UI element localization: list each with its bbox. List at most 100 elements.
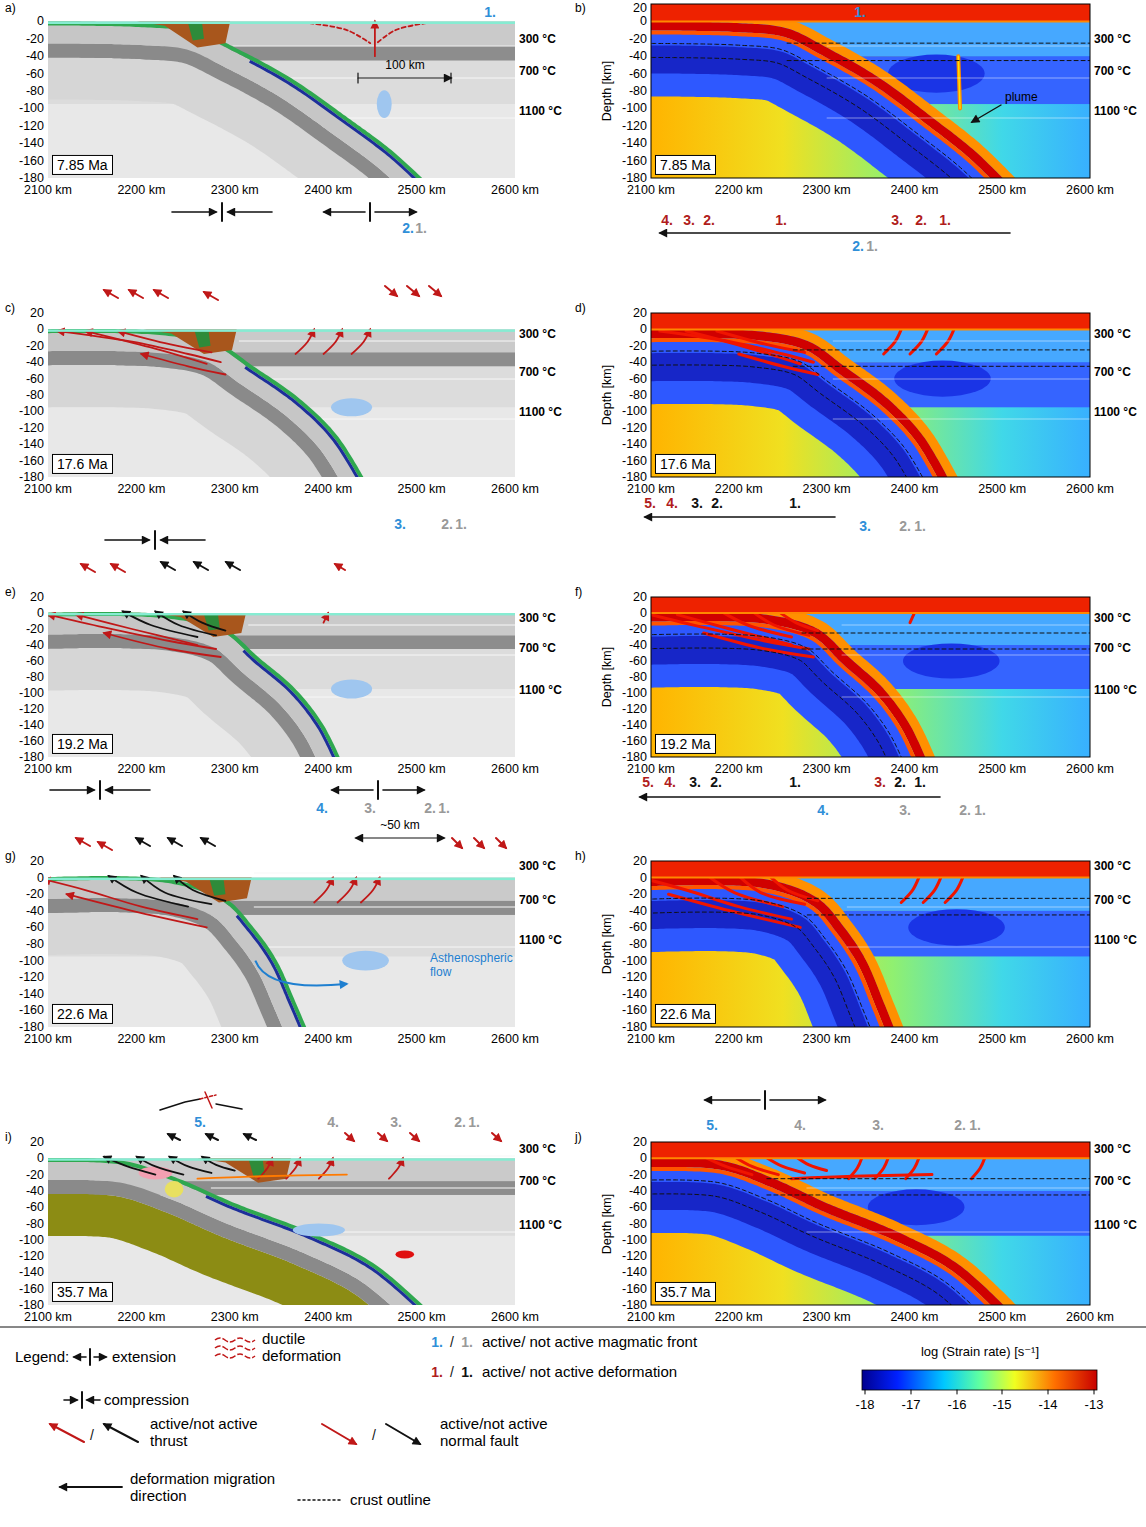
- strain-band: [770, 876, 818, 901]
- distance-tick: 2300 km: [211, 762, 259, 776]
- colorbar-tick: -17: [902, 1398, 921, 1413]
- strain-band: [660, 331, 814, 362]
- fault-arrow: [168, 838, 182, 846]
- depth-tick: -60: [629, 371, 647, 385]
- depth-tick: -60: [629, 66, 647, 80]
- depth-tick: 0: [37, 606, 44, 620]
- temperature-label: 1100 °C: [1094, 406, 1137, 420]
- depth-tick: -120: [19, 1249, 44, 1263]
- fault-arrow: [154, 290, 168, 298]
- depth-tick: 20: [633, 1, 647, 15]
- depth-tick: 20: [30, 1135, 44, 1149]
- temperature-label: 700 °C: [519, 894, 556, 908]
- distance-tick: 2500 km: [398, 482, 446, 496]
- legend-text: active/ not active magmatic front: [482, 1333, 697, 1350]
- migration-arrow: [660, 232, 1010, 234]
- callout-number: 1.: [854, 4, 866, 20]
- callout-number: 2.: [424, 800, 436, 816]
- temperature-label: 300 °C: [1094, 1143, 1131, 1157]
- time-label: 7.85 Ma: [655, 155, 716, 175]
- compression-bar: [221, 203, 223, 221]
- extension-arrow: [332, 789, 373, 791]
- strain-rate-panel: [651, 597, 1090, 757]
- isotherm: [827, 46, 1090, 47]
- surface: [651, 877, 1090, 879]
- fault-arrow: [385, 286, 397, 296]
- slab-core: [651, 45, 996, 178]
- callout-number: 5.: [706, 1117, 718, 1133]
- fault-arrow: [98, 842, 112, 850]
- depth-tick: -160: [19, 153, 44, 167]
- migration-arrow: [60, 1486, 122, 1488]
- callout-number: 3.: [394, 516, 406, 532]
- isotherm: [233, 46, 515, 47]
- depth-tick: -20: [26, 887, 44, 901]
- legend-text: active/not active thrust: [150, 1415, 275, 1450]
- isotherm: [211, 1188, 515, 1189]
- callout-number: 3.: [683, 212, 695, 228]
- depth-tick: -60: [26, 1200, 44, 1214]
- panel-letter: f): [575, 586, 582, 600]
- colorbar-tick: -16: [948, 1398, 967, 1413]
- callout-number: 1.: [468, 1114, 480, 1130]
- green-patch: [195, 331, 211, 347]
- isotherm: [249, 625, 515, 626]
- temperature-label: 1100 °C: [519, 406, 562, 420]
- depth-tick: -160: [622, 734, 647, 748]
- extension-bar: [764, 1091, 766, 1109]
- fault-arrow: [194, 562, 208, 570]
- depth-tick: -160: [622, 1282, 647, 1296]
- depth-tick: -100: [19, 686, 44, 700]
- crust-outline: [807, 914, 1090, 915]
- temperature-label: 300 °C: [519, 612, 556, 626]
- fault-arrow: [104, 290, 118, 298]
- colorbar-tick-mark: [1002, 1390, 1003, 1394]
- air: [48, 4, 515, 21]
- fault-arrow: [492, 1133, 501, 1141]
- colorbar-tick-mark: [1048, 1390, 1049, 1394]
- callout-number: 4.: [666, 495, 678, 511]
- isotherm: [833, 379, 1090, 380]
- thrust-symbol: [50, 1424, 84, 1442]
- depth-tick: -100: [19, 953, 44, 967]
- callout-number: 4.: [316, 800, 328, 816]
- fault-arrow: [129, 290, 143, 298]
- separator: /: [450, 1364, 454, 1380]
- yellow-patch: [165, 1181, 184, 1197]
- colorbar-tick-mark: [957, 1390, 958, 1394]
- fault-line: [324, 329, 343, 354]
- temperature-label: 300 °C: [519, 328, 556, 342]
- distance-tick: 2100 km: [627, 482, 675, 496]
- separator: /: [450, 1334, 454, 1350]
- panel-letter: b): [575, 2, 586, 16]
- depth-tick: -160: [622, 1003, 647, 1017]
- shear-halo: [651, 621, 921, 757]
- accretionary-wedge: [153, 613, 246, 637]
- callout-number: 4.: [664, 774, 676, 790]
- callout-number: 1.: [415, 220, 427, 236]
- temperature-label: 700 °C: [1094, 642, 1131, 656]
- depth-tick: -100: [19, 101, 44, 115]
- callout-number: 3.: [899, 802, 911, 818]
- sediment-layer: [48, 329, 515, 331]
- distance-tick: 2300 km: [803, 1310, 851, 1324]
- dimension-label: ~50 km: [380, 819, 420, 833]
- fault-arrow: [429, 286, 441, 296]
- distance-tick: 2100 km: [24, 1032, 72, 1046]
- callout-number: 3.: [859, 518, 871, 534]
- depth-tick: -80: [629, 670, 647, 684]
- crust-outline: [793, 366, 1090, 367]
- distance-tick: 2600 km: [491, 482, 539, 496]
- depth-tick: -100: [622, 404, 647, 418]
- depth-tick: -40: [629, 638, 647, 652]
- fault-sketch: [160, 1099, 200, 1110]
- isotherm: [842, 625, 1090, 626]
- strain-band: [717, 331, 805, 352]
- legend-number: 1.: [431, 1364, 443, 1380]
- distance-tick: 2300 km: [803, 762, 851, 776]
- compression-arrow: [172, 211, 216, 213]
- panel-letter: j): [575, 1131, 582, 1145]
- depth-tick: 0: [640, 14, 647, 28]
- ductile-symbol: [215, 1354, 255, 1358]
- depth-tick: -120: [19, 970, 44, 984]
